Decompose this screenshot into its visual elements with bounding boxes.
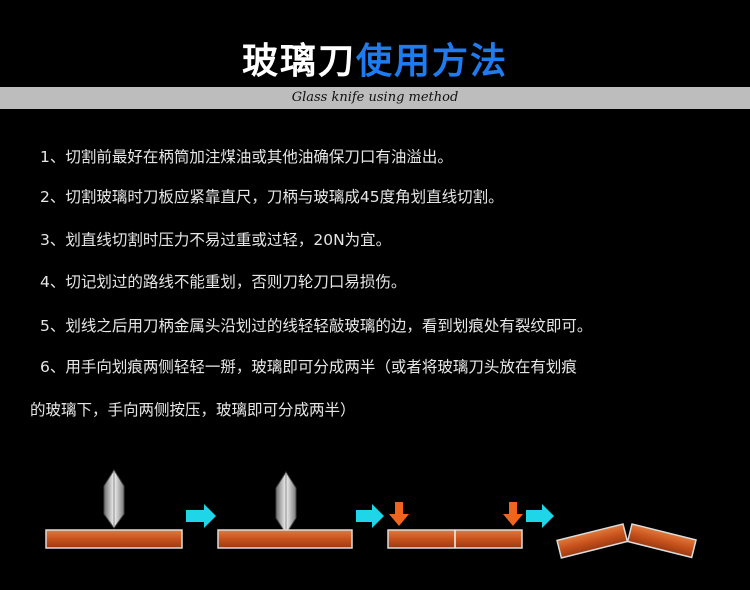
glass-cutter-icon — [103, 469, 125, 529]
page-subtitle: Glass knife using method — [291, 90, 459, 105]
glass-pane-icon — [626, 523, 697, 559]
glass-pane-icon — [45, 529, 183, 549]
title-part-2: 使用方法 — [356, 41, 509, 82]
step-6: 6、用手向划痕两侧轻轻一掰，玻璃即可分成两半（或者将玻璃刀头放在有划痕 — [40, 358, 577, 376]
cutting-diagram — [45, 469, 697, 559]
title-part-1: 玻璃刀 — [241, 41, 356, 82]
step-3: 3、划直线切割时压力不易过重或过轻，20N为宜。 — [40, 231, 392, 249]
arrow-right-icon — [186, 504, 216, 528]
glass-pane-icon — [556, 523, 629, 559]
arrow-right-icon — [526, 504, 554, 528]
arrow-down-icon — [389, 502, 409, 526]
step-4: 4、切记划过的路线不能重划，否则刀轮刀口易损伤。 — [40, 273, 407, 291]
subtitle-bar — [0, 87, 750, 109]
arrow-right-icon — [356, 504, 384, 528]
glass-cutter-icon — [275, 471, 297, 535]
step-6-continued: 的玻璃下，手向两侧按压，玻璃即可分成两半） — [30, 401, 356, 419]
step-2: 2、切割玻璃时刀板应紧靠直尺，刀柄与玻璃成45度角划直线切割。 — [40, 188, 504, 206]
step-1: 1、切割前最好在柄筒加注煤油或其他油确保刀口有油溢出。 — [40, 148, 453, 166]
glass-pane-icon — [217, 529, 353, 549]
page-title: 玻璃刀使用方法 — [0, 38, 750, 86]
arrow-down-icon — [503, 502, 523, 526]
step-5: 5、划线之后用刀柄金属头沿划过的线轻轻敲玻璃的边，看到划痕处有裂纹即可。 — [40, 317, 593, 335]
